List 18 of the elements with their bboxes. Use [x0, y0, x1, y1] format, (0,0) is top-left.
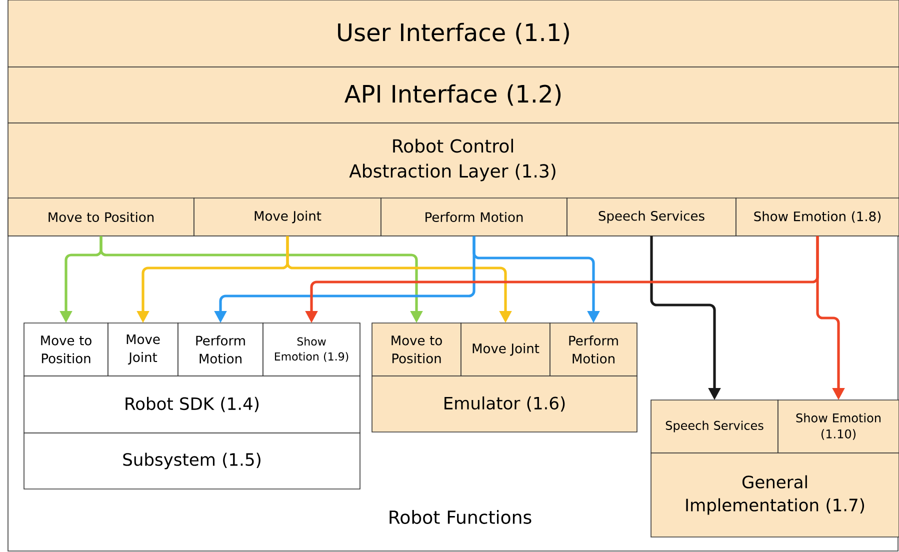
function-cell: Speech Services: [566, 198, 736, 236]
function-cell: Move to Position: [24, 322, 108, 376]
function-cell: Move to Position: [372, 322, 462, 376]
function-cell: Move Joint: [194, 198, 382, 236]
function-cell: Perform Motion: [178, 322, 264, 376]
layer-band: API Interface (1.2): [8, 66, 899, 124]
function-cell: Perform Motion: [550, 322, 638, 376]
function-cell: Show Emotion (1.9): [262, 322, 360, 376]
function-cell: Move to Position: [8, 198, 194, 236]
function-cell: Perform Motion: [380, 198, 568, 236]
function-cell: Move Joint: [108, 322, 178, 376]
node-label: Show Emotion (1.10): [796, 413, 880, 440]
function-cell: Show Emotion (1.8): [736, 198, 899, 236]
component-box: Subsystem (1.5): [24, 432, 360, 490]
function-cell: Speech Services: [650, 400, 778, 454]
layer-band: User Interface (1.1): [8, 0, 899, 68]
function-cell: Move Joint: [460, 322, 550, 376]
function-cell: Show Emotion (1.10): [778, 400, 899, 454]
